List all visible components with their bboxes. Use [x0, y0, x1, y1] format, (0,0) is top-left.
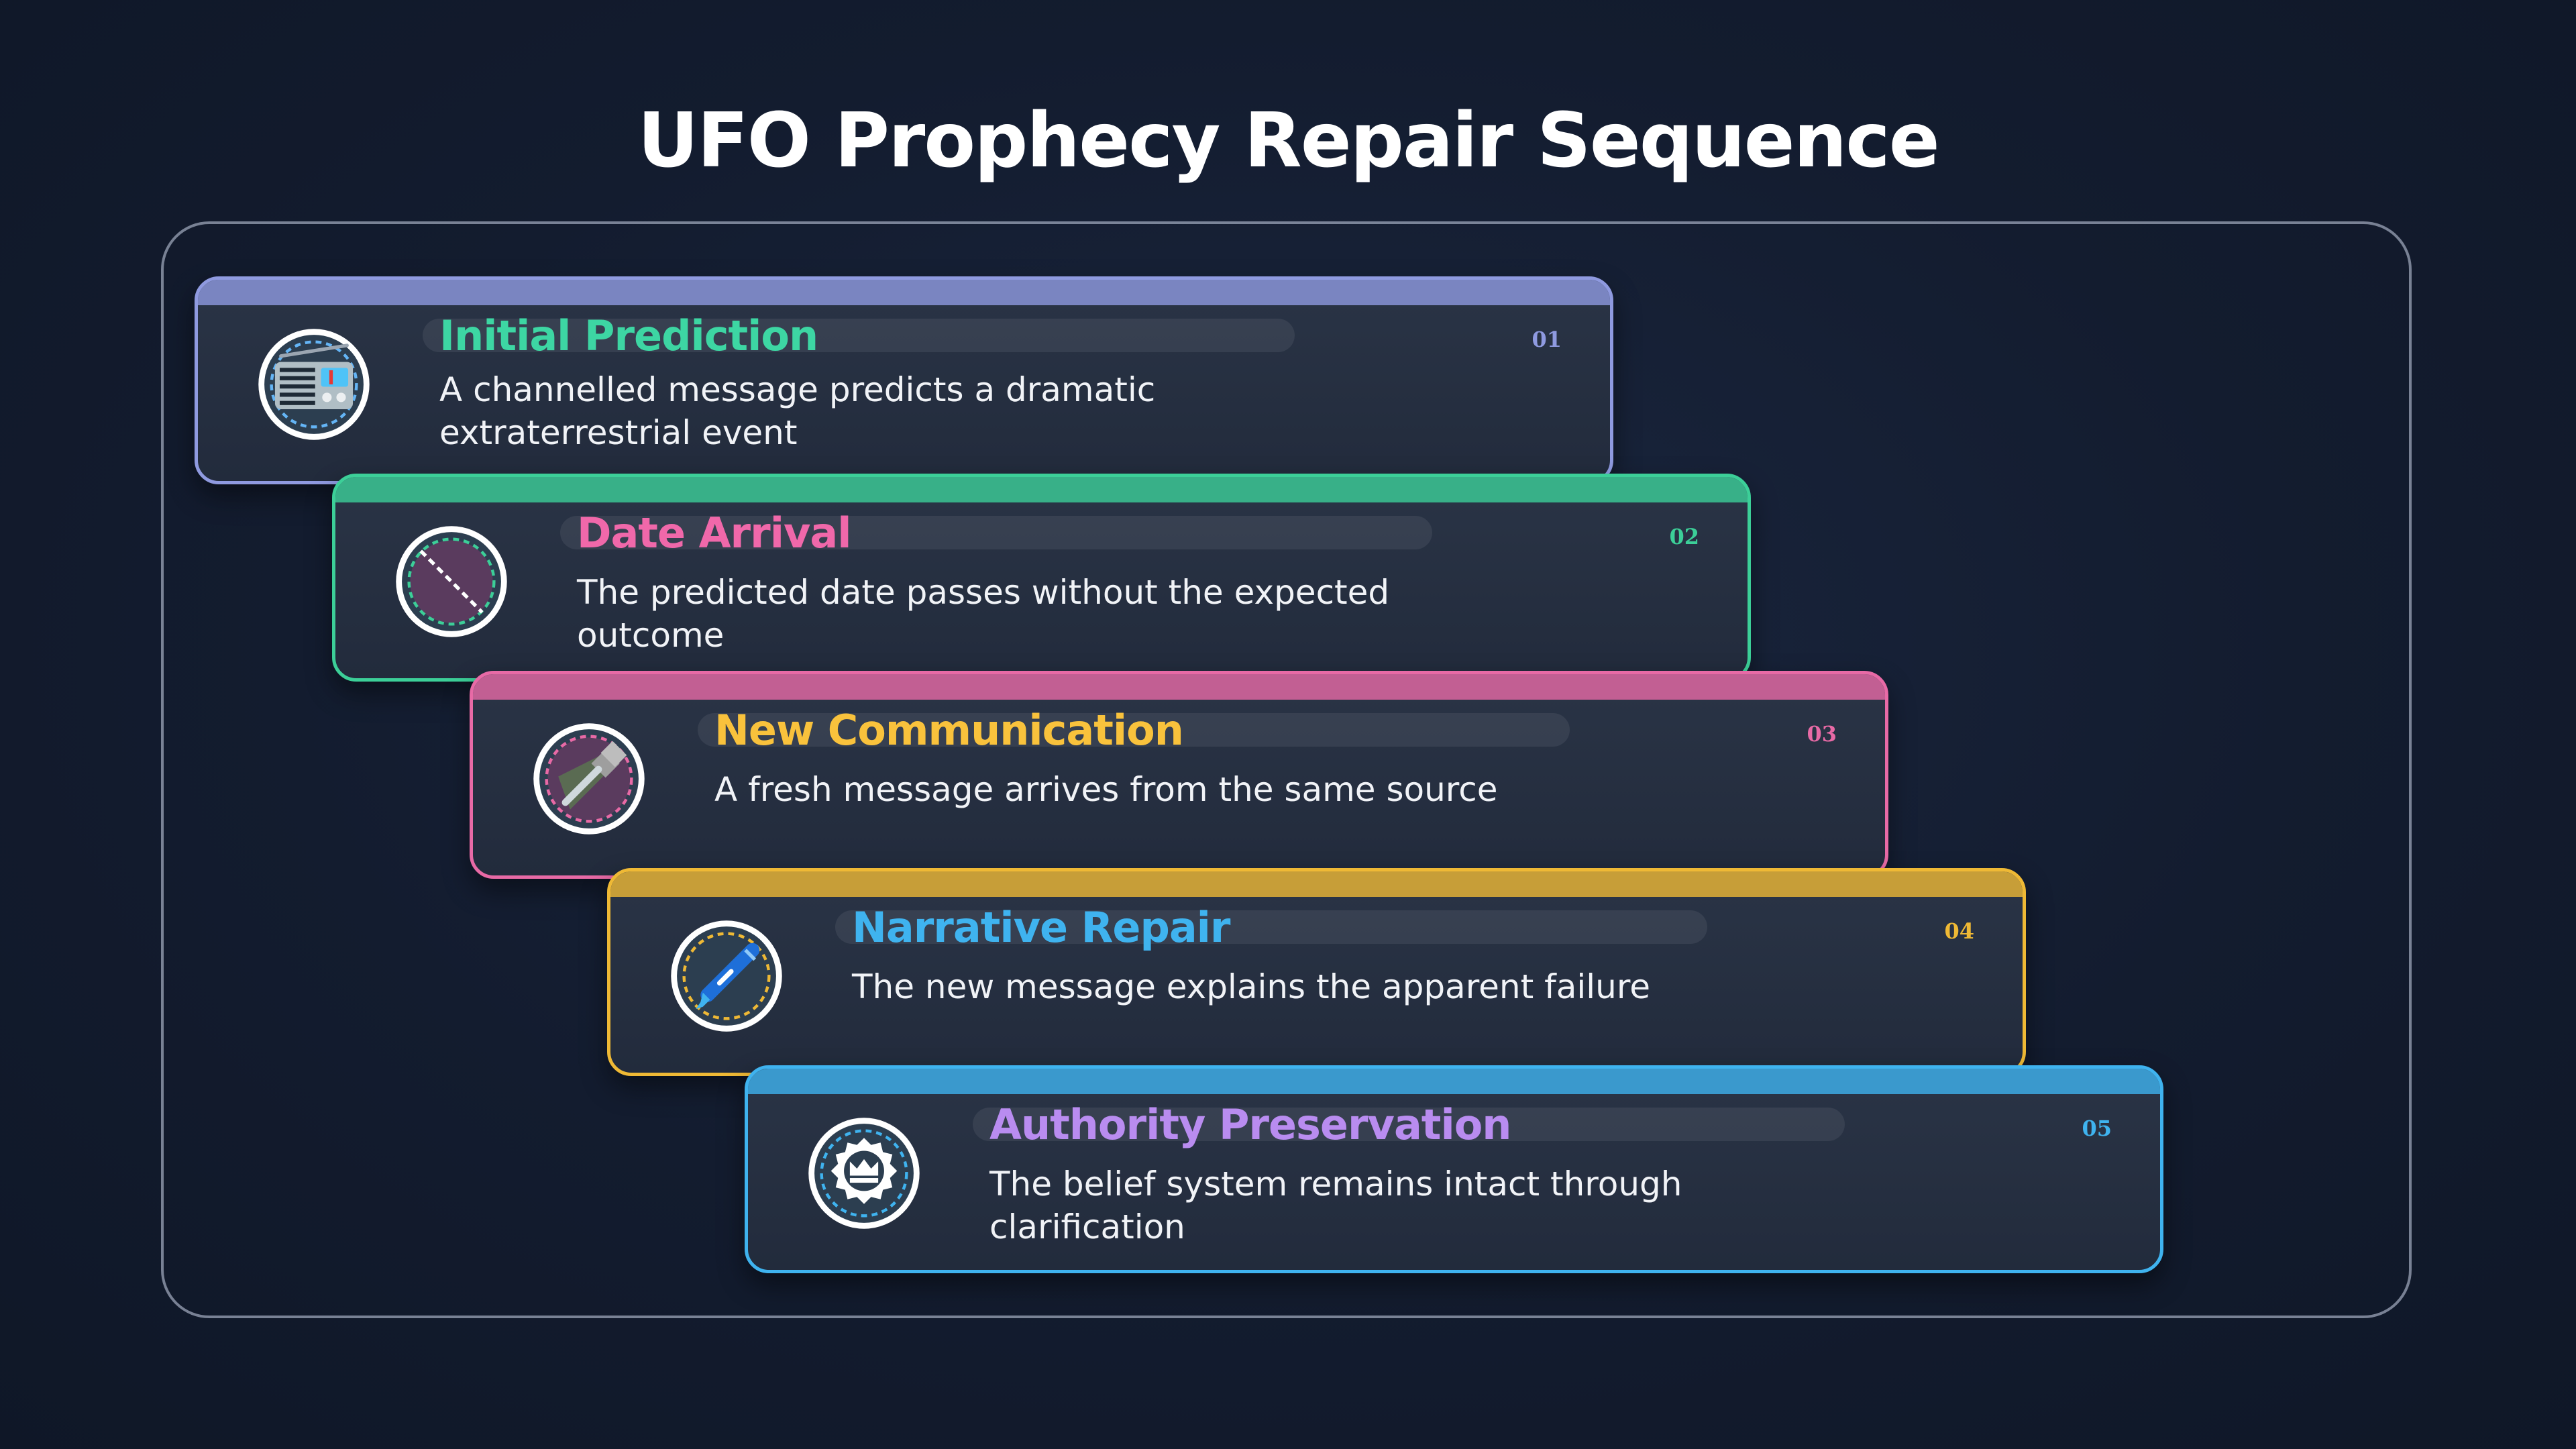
- card-header-bar: [198, 280, 1610, 305]
- step-card-date-arrival: Date Arrival The predicted date passes w…: [332, 474, 1751, 682]
- sequence-frame: [161, 221, 2412, 1318]
- card-header-bar: [748, 1069, 2160, 1094]
- step-number: 03: [1807, 721, 1837, 747]
- radio-icon: [258, 329, 370, 440]
- step-description: The predicted date passes without the ex…: [577, 573, 1390, 655]
- step-heading: Date Arrival: [577, 508, 851, 557]
- step-card-new-communication: New Communication A fresh message arrive…: [470, 671, 1888, 879]
- step-card-initial-prediction: Initial Prediction A channelled message …: [195, 276, 1613, 484]
- step-number: 05: [2082, 1116, 2112, 1141]
- card-header-bar: [335, 477, 1748, 502]
- step-description: A fresh message arrives from the same so…: [714, 770, 1498, 809]
- flashlight-icon: [533, 723, 645, 835]
- heading-highlight: [698, 713, 1570, 747]
- card-header-bar: [610, 871, 2023, 897]
- heading-highlight: [423, 319, 1295, 352]
- step-heading: Authority Preservation: [989, 1100, 1511, 1149]
- pen-icon: [671, 920, 782, 1032]
- heading-highlight: [835, 910, 1707, 944]
- heading-highlight: [973, 1108, 1845, 1141]
- step-number: 04: [1944, 918, 1974, 944]
- step-heading: Narrative Repair: [852, 903, 1230, 952]
- step-heading: New Communication: [714, 706, 1184, 755]
- step-card-narrative-repair: Narrative Repair The new message explain…: [607, 868, 2026, 1076]
- step-number: 01: [1532, 327, 1562, 352]
- step-description: A channelled message predicts a dramatic…: [439, 370, 1156, 452]
- step-number: 02: [1669, 524, 1699, 549]
- step-description: The new message explains the apparent fa…: [852, 967, 1651, 1006]
- page-title: UFO Prophecy Repair Sequence: [637, 97, 1939, 184]
- canceled-date-icon: [396, 526, 507, 637]
- card-header-bar: [473, 674, 1885, 700]
- step-heading: Initial Prediction: [439, 311, 818, 360]
- step-description: The belief system remains intact through…: [989, 1165, 1682, 1246]
- heading-highlight: [560, 516, 1432, 549]
- step-card-authority-preservation: Authority Preservation The belief system…: [745, 1065, 2163, 1273]
- crown-seal-icon: [808, 1118, 920, 1229]
